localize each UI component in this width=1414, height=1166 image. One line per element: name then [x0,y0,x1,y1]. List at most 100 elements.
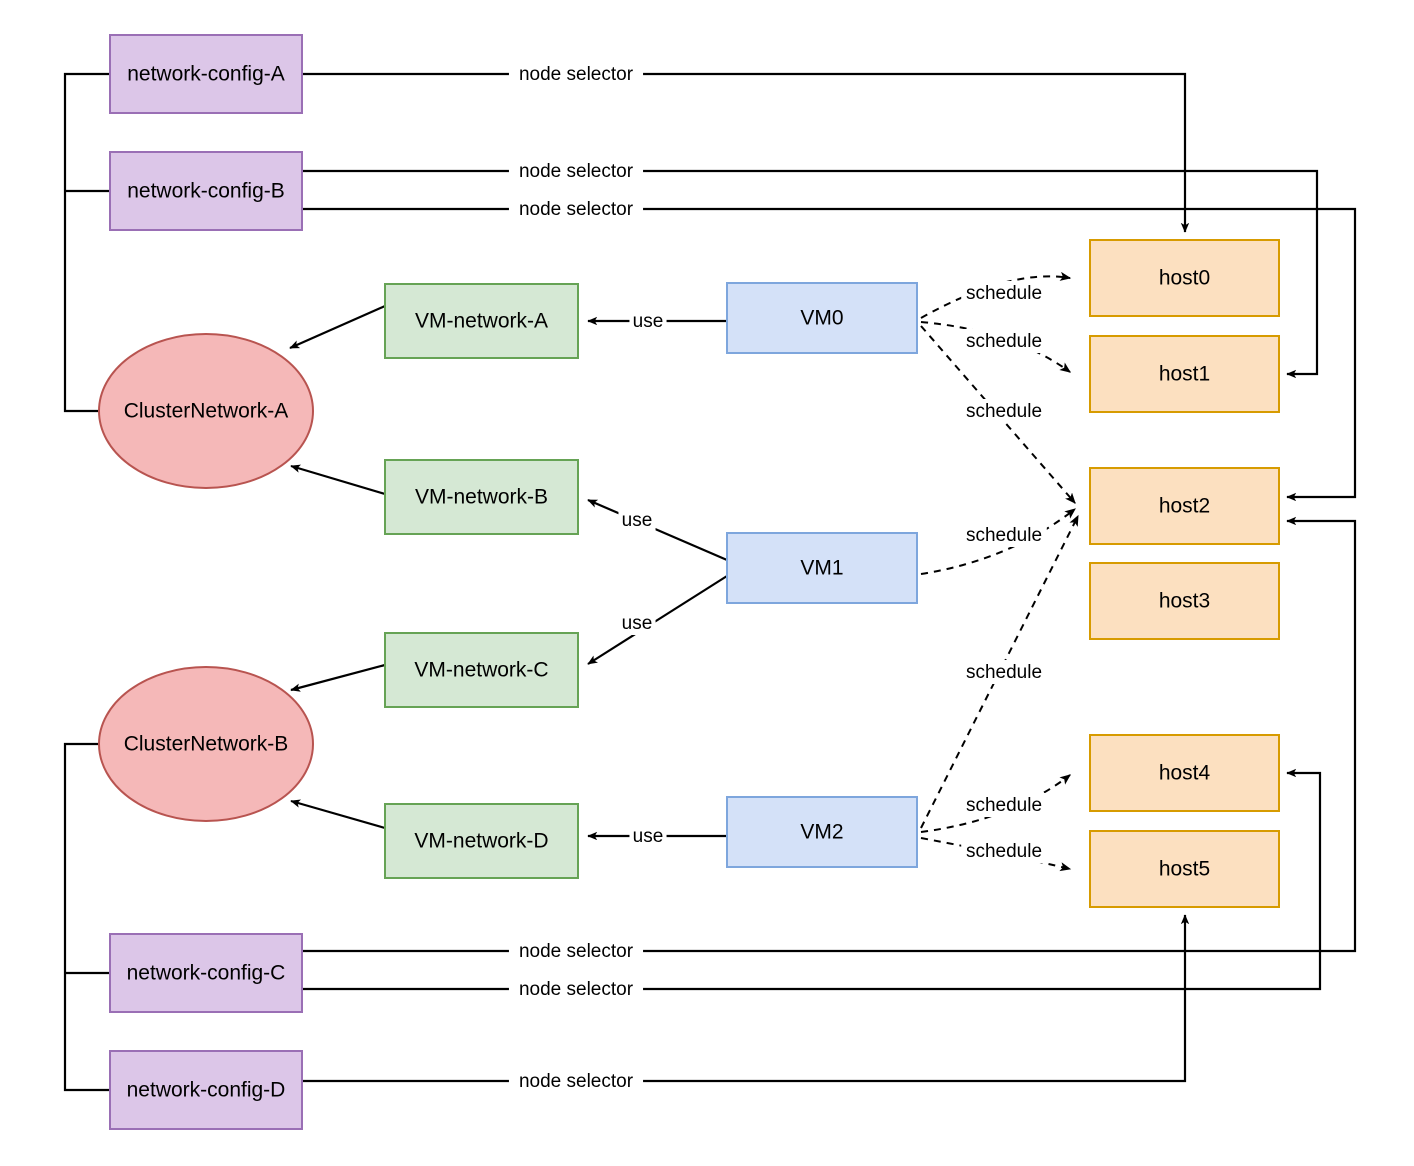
node-selector-label-text: node selector [519,1071,634,1092]
edge-label-backing [618,611,656,635]
vm-label: VM1 [800,557,843,580]
schedule-label-sch-vm2-host2: schedule [961,660,1047,684]
edge-vm-network-c-cluster-network-b [290,663,386,692]
vm-network-box[interactable] [384,803,579,879]
vm-network-box[interactable] [384,632,579,708]
host-box[interactable] [1089,335,1280,413]
vm-label: VM2 [800,821,843,844]
edge-label-layer: node selector node selector node selector n… [508,62,1047,1093]
host-nodes: host0 host1 host2 host3 host4 host5 [1089,239,1280,908]
edge-label-backing [629,824,667,848]
host-box[interactable] [1089,562,1280,640]
edge-label-backing [508,197,644,221]
schedule-label-text: schedule [966,525,1042,546]
network-config-nc-d[interactable]: network-config-D [109,1050,303,1130]
vm-network-box[interactable] [384,459,579,535]
host-host5[interactable]: host5 [1089,830,1280,908]
host-host1[interactable]: host1 [1089,335,1280,413]
edge-label-backing [508,939,644,963]
edge-label-backing [618,508,656,532]
node-selector-label-ns-d-host5: node selector [508,1069,644,1093]
schedule-label-text: schedule [966,662,1042,683]
vm-vm0[interactable]: VM0 [726,282,918,354]
node-selector-label-ns-b-host1: node selector [508,159,644,183]
vm-network-nodes: VM-network-A VM-network-B VM-network-C VM-n… [384,283,579,879]
host-host4[interactable]: host4 [1089,734,1280,812]
network-config-label: network-config-B [127,180,285,203]
host-box[interactable] [1089,830,1280,908]
network-config-box[interactable] [109,1050,303,1130]
edge-vm-network-b-cluster-network-a [290,464,386,496]
network-config-nodes: network-config-A network-config-B network-… [109,34,303,1130]
edge-vm-network-d-cluster-network-b [290,799,386,830]
cluster-network-nodes: ClusterNetwork-A ClusterNetwork-B [98,333,314,822]
edge-ns-network-config-d-host5 [302,914,1190,1083]
vm-network-to-cluster-network-edges [289,304,386,830]
edge-use-vm1-vm-network-b [587,498,728,562]
network-config-box[interactable] [109,933,303,1013]
host-box[interactable] [1089,239,1280,317]
node-selector-label-ns-c-host4: node selector [508,977,644,1001]
node-selector-label-text: node selector [519,199,634,220]
cluster-network-shape[interactable] [98,666,314,822]
vm-box[interactable] [726,532,918,604]
vm-box[interactable] [726,796,918,868]
edge-label-backing [961,839,1047,863]
host-box[interactable] [1089,734,1280,812]
host-box[interactable] [1089,467,1280,545]
schedule-label-text: schedule [966,331,1042,352]
vm-network-vmn-a[interactable]: VM-network-A [384,283,579,359]
node-selector-label-text: node selector [519,161,634,182]
host-host3[interactable]: host3 [1089,562,1280,640]
network-config-box[interactable] [109,34,303,114]
schedule-label-sch-vm2-host5: schedule [961,839,1047,863]
edge-label-backing [961,523,1047,547]
node-selector-label-ns-a-host0: node selector [508,62,644,86]
use-label-use-vm1-vmnb: use [618,508,656,532]
host-label: host1 [1159,363,1210,386]
host-host2[interactable]: host2 [1089,467,1280,545]
schedule-label-sch-vm0-host1: schedule [961,329,1047,353]
use-label-text: use [622,613,653,634]
network-config-label: network-config-D [127,1079,286,1102]
vm-vm1[interactable]: VM1 [726,532,918,604]
schedule-label-sch-vm2-host4: schedule [961,793,1047,817]
cluster-network-shape[interactable] [98,333,314,489]
node-selector-label-ns-c-host2: node selector [508,939,644,963]
schedule-label-text: schedule [966,795,1042,816]
edge-ns-network-config-c-host2 [302,516,1357,953]
bus-cluster-network-a [63,72,110,413]
network-config-label: network-config-A [127,63,285,86]
network-config-nc-a[interactable]: network-config-A [109,34,303,114]
host-label: host2 [1159,495,1210,518]
vm-network-label: VM-network-C [414,659,548,682]
cluster-network-cn-b[interactable]: ClusterNetwork-B [98,666,314,822]
vm-network-vmn-b[interactable]: VM-network-B [384,459,579,535]
network-config-box[interactable] [109,151,303,231]
edge-label-backing [961,660,1047,684]
edge-label-backing [961,399,1047,423]
network-config-nc-c[interactable]: network-config-C [109,933,303,1013]
network-config-nc-b[interactable]: network-config-B [109,151,303,231]
vm-vm2[interactable]: VM2 [726,796,918,868]
use-label-text: use [633,826,664,847]
vm-network-vmn-d[interactable]: VM-network-D [384,803,579,879]
use-edges [587,316,728,841]
schedule-label-text: schedule [966,283,1042,304]
schedule-label-sch-vm1-host2: schedule [961,523,1047,547]
bus-cluster-network-b [63,742,110,1092]
host-host0[interactable]: host0 [1089,239,1280,317]
vm-box[interactable] [726,282,918,354]
node-selector-label-text: node selector [519,979,634,1000]
vm-network-box[interactable] [384,283,579,359]
edge-label-backing [508,1069,644,1093]
edge-label-backing [961,281,1047,305]
vm-network-vmn-c[interactable]: VM-network-C [384,632,579,708]
edge-label-backing [961,329,1047,353]
edge-ns-network-config-b-host1 [302,169,1319,379]
schedule-label-sch-vm0-host2: schedule [961,399,1047,423]
cluster-network-cn-a[interactable]: ClusterNetwork-A [98,333,314,489]
